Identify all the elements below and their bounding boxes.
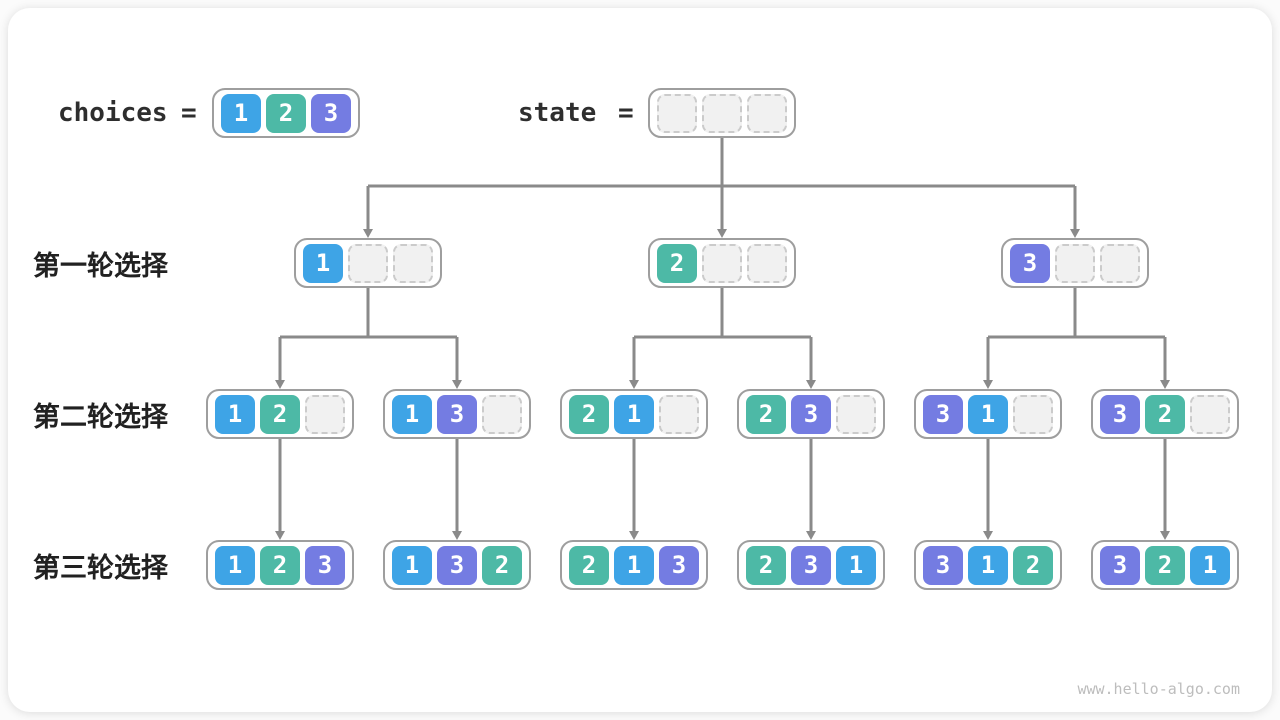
state-label: state [518,98,597,128]
empty-cell [305,394,345,434]
cell-3: 3 [437,394,477,434]
cell-3: 3 [305,545,345,585]
cell-2: 2 [1145,545,1185,585]
cell-2: 2 [260,545,300,585]
cell-1: 1 [614,545,654,585]
cell-2: 2 [746,545,786,585]
cell-1: 1 [614,394,654,434]
cell-3: 3 [923,545,963,585]
empty-cell [1190,394,1230,434]
cell-1: 1 [392,545,432,585]
round-label-3: 第三轮选择 [33,552,168,584]
empty-cell [659,394,699,434]
round-label-1: 第一轮选择 [33,250,168,282]
round-label-2: 第二轮选择 [33,401,168,433]
empty-cell [747,243,787,283]
empty-cell [836,394,876,434]
cell-1: 1 [215,394,255,434]
watermark: www.hello-algo.com [1077,680,1240,698]
cell-3: 3 [659,545,699,585]
cell-1: 1 [968,394,1008,434]
cell-1: 1 [968,545,1008,585]
cell-2: 2 [266,93,306,133]
empty-cell [348,243,388,283]
cell-1: 1 [836,545,876,585]
empty-cell [702,93,742,133]
state-node-2: 2 [648,238,796,288]
empty-cell [1013,394,1053,434]
cell-2: 2 [1145,394,1185,434]
cell-1: 1 [1190,545,1230,585]
cell-3: 3 [1100,545,1140,585]
cell-1: 1 [303,243,343,283]
cell-3: 3 [1100,394,1140,434]
cell-1: 1 [392,394,432,434]
choices-equals-sign: = [181,98,197,128]
cell-2: 2 [1013,545,1053,585]
cell-2: 2 [482,545,522,585]
cell-3: 3 [437,545,477,585]
empty-cell [1100,243,1140,283]
choices-label: choices [58,98,168,128]
state-node-3: 3 [1001,238,1149,288]
cell-1: 1 [215,545,255,585]
cell-1: 1 [221,93,261,133]
cell-2: 2 [569,394,609,434]
state-node-1: 1 [294,238,442,288]
cell-2: 2 [569,545,609,585]
state-equals-sign: = [618,98,634,128]
cell-2: 2 [657,243,697,283]
empty-cell [702,243,742,283]
empty-cell [482,394,522,434]
cell-2: 2 [746,394,786,434]
cell-3: 3 [1010,243,1050,283]
empty-cell [747,93,787,133]
cell-2: 2 [260,394,300,434]
empty-cell [393,243,433,283]
empty-cell [1055,243,1095,283]
cell-3: 3 [791,394,831,434]
cell-3: 3 [791,545,831,585]
cell-3: 3 [923,394,963,434]
state-array [648,88,796,138]
cell-3: 3 [311,93,351,133]
empty-cell [657,93,697,133]
